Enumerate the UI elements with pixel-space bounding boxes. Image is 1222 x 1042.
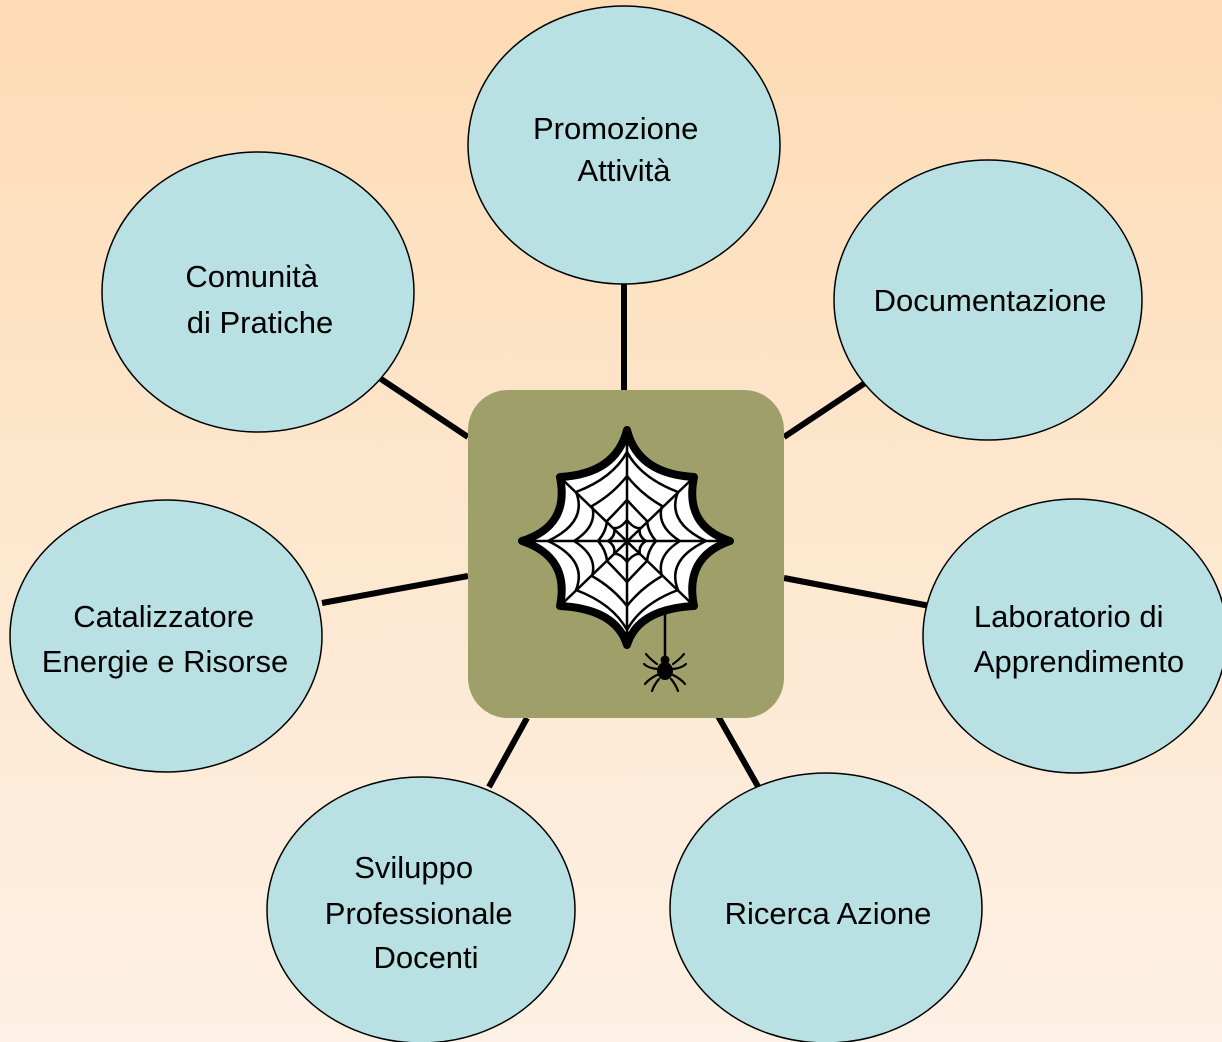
node-label: Laboratorio di Apprendimento [974,599,1184,679]
node-label-line: Documentazione [874,283,1107,318]
node-label-line: Apprendimento [974,644,1184,679]
node-promozione-attivita-bubble [467,5,781,285]
spider-icon [642,612,688,693]
node-label-line: Comunità [185,259,318,294]
connector-catalizzatore-energie-risorse [321,573,469,606]
node-label-line: Ricerca Azione [725,896,932,931]
node-label-line: Attività [577,153,671,188]
connector-documentazione [782,378,870,440]
node-label-line: Catalizzatore [73,599,254,634]
node-sviluppo-professionale-docenti: Sviluppo Professionale Docenti [266,776,576,1042]
node-documentazione-bubble [833,159,1143,441]
connectors [321,282,931,792]
node-ricerca-azione: Ricerca Azione [669,772,983,1042]
node-comunita-pratiche-bubble [101,151,415,433]
spider-web-icon [518,426,734,693]
connector-sviluppo-professionale-docenti [486,716,530,789]
node-promozione-attivita: Promozione Attività [467,5,781,285]
node-label-line: di Pratiche [187,305,333,340]
node-ricerca-azione-bubble [669,772,983,1042]
node-label-line: Sviluppo [354,850,473,885]
node-label: Sviluppo Professionale Docenti [325,850,521,975]
connector-comunita-pratiche [379,376,470,440]
node-laboratorio-apprendimento: Laboratorio di Apprendimento [922,498,1222,774]
node-documentazione: Documentazione [833,159,1143,441]
hub [468,390,784,718]
node-label: Ricerca Azione [725,896,932,931]
node-catalizzatore-energie-risorse: Catalizzatore Energie e Risorse [9,499,323,773]
node-label-line: Energie e Risorse [42,644,288,679]
node-laboratorio-apprendimento-bubble [922,498,1222,774]
node-label: Promozione Attività [533,111,707,188]
node-label-line: Professionale [325,896,513,931]
node-comunita-pratiche: Comunità di Pratiche [101,151,415,433]
node-sviluppo-professionale-docenti-bubble [266,776,576,1042]
connector-laboratorio-apprendimento [783,575,931,609]
node-label-line: Docenti [373,940,478,975]
node-catalizzatore-energie-risorse-bubble [9,499,323,773]
connector-ricerca-azione [715,714,763,792]
node-label-line: Laboratorio di [974,599,1164,634]
node-label-line: Promozione [533,111,698,146]
node-label: Catalizzatore Energie e Risorse [42,599,288,679]
node-label: Documentazione [874,283,1107,318]
node-label: Comunità di Pratiche [185,259,333,340]
